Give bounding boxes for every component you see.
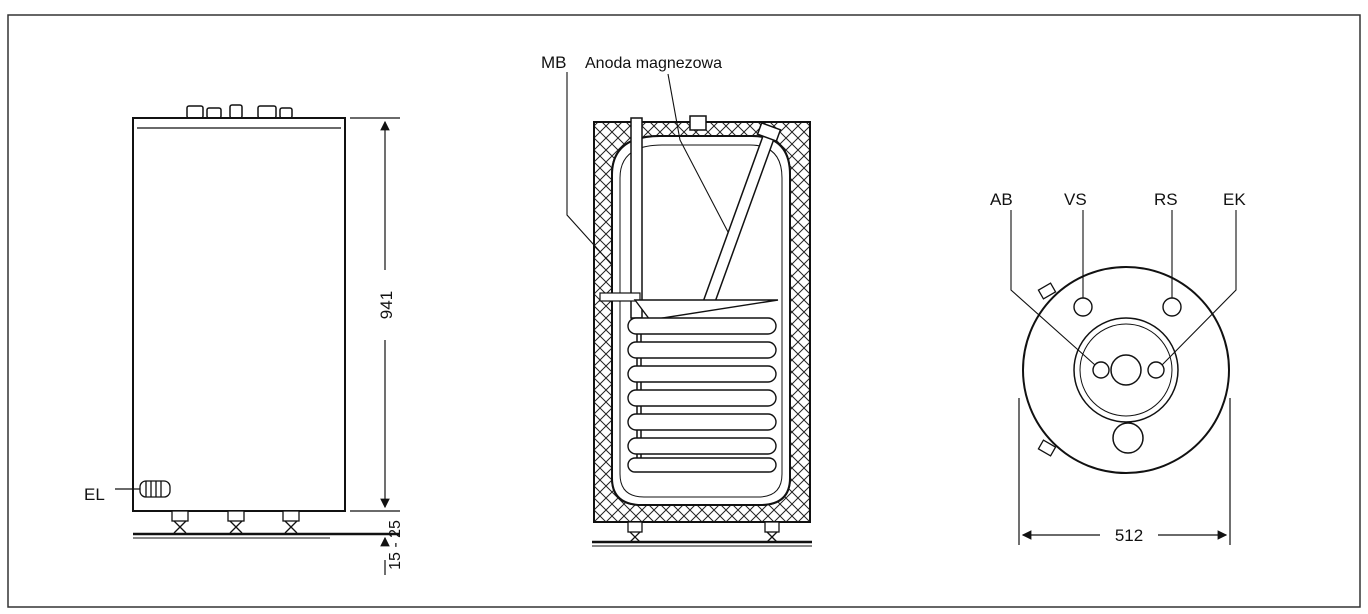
external-view: EL 941 15 - 25 (84, 104, 404, 575)
anode-label: Anoda magnezowa (585, 55, 722, 72)
flange-center (1110, 354, 1142, 386)
top-view: AB VS RS EK 512 (990, 190, 1246, 545)
ek-connection (1147, 361, 1165, 379)
mb-label: MB (541, 53, 567, 72)
section-feet (627, 521, 780, 543)
width-dimension (1018, 398, 1231, 545)
drawing-border (7, 14, 1361, 608)
ab-connection (1092, 361, 1110, 379)
mb-leader (566, 72, 613, 266)
width-label: 512 (1115, 526, 1143, 545)
el-fitting (115, 480, 171, 498)
top-view-leaders (1010, 210, 1237, 366)
ab-label: AB (990, 190, 1013, 209)
ek-label: EK (1223, 190, 1246, 209)
vs-connection (1073, 297, 1093, 317)
top-fittings (180, 104, 300, 119)
rs-connection (1162, 297, 1182, 317)
rs-label: RS (1154, 190, 1178, 209)
tank-body (132, 117, 346, 512)
vs-label: VS (1064, 190, 1087, 209)
height-dimension (350, 117, 400, 575)
height-label: 941 (377, 291, 396, 319)
section-view: MB Anoda magnezowa (541, 53, 812, 547)
el-label: EL (84, 485, 105, 504)
flange-outer (1073, 317, 1179, 423)
tank-feet (171, 510, 300, 534)
sensor-pipe (630, 117, 643, 319)
anode-leader (667, 73, 729, 233)
lower-port (1112, 422, 1144, 454)
foot-range-label: 15 - 25 (387, 520, 404, 570)
heating-coil (627, 299, 779, 473)
